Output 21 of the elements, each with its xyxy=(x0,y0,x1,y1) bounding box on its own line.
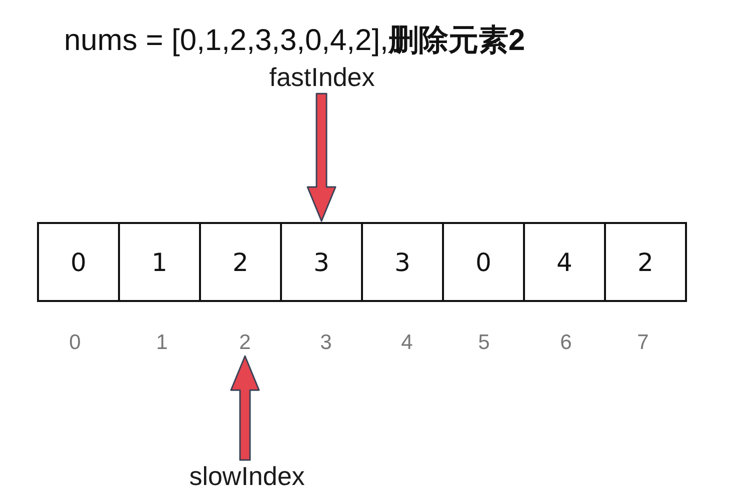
index-number: 3 xyxy=(320,331,332,354)
pointer-label: slowIndex xyxy=(189,462,305,491)
index-number: 7 xyxy=(637,331,649,354)
pointer-label: fastIndex xyxy=(269,63,375,92)
arrow xyxy=(230,355,260,461)
array-cell: 0 xyxy=(442,222,525,302)
array-cell: 1 xyxy=(118,222,201,302)
index-number: 1 xyxy=(156,331,168,354)
array-cell: 4 xyxy=(523,222,606,302)
array-cell: 2 xyxy=(604,222,687,302)
index-number: 4 xyxy=(401,331,413,354)
index-number: 6 xyxy=(560,331,572,354)
arrow xyxy=(306,92,336,222)
array-cell: 2 xyxy=(199,222,282,302)
index-number: 0 xyxy=(69,331,81,354)
array-cell: 0 xyxy=(37,222,120,302)
array-cell: 3 xyxy=(361,222,444,302)
array-cell: 3 xyxy=(280,222,363,302)
index-number: 2 xyxy=(239,331,251,354)
title: nums = [0,1,2,3,3,0,4,2],删除元素2 xyxy=(64,24,526,57)
index-number: 5 xyxy=(478,331,490,354)
